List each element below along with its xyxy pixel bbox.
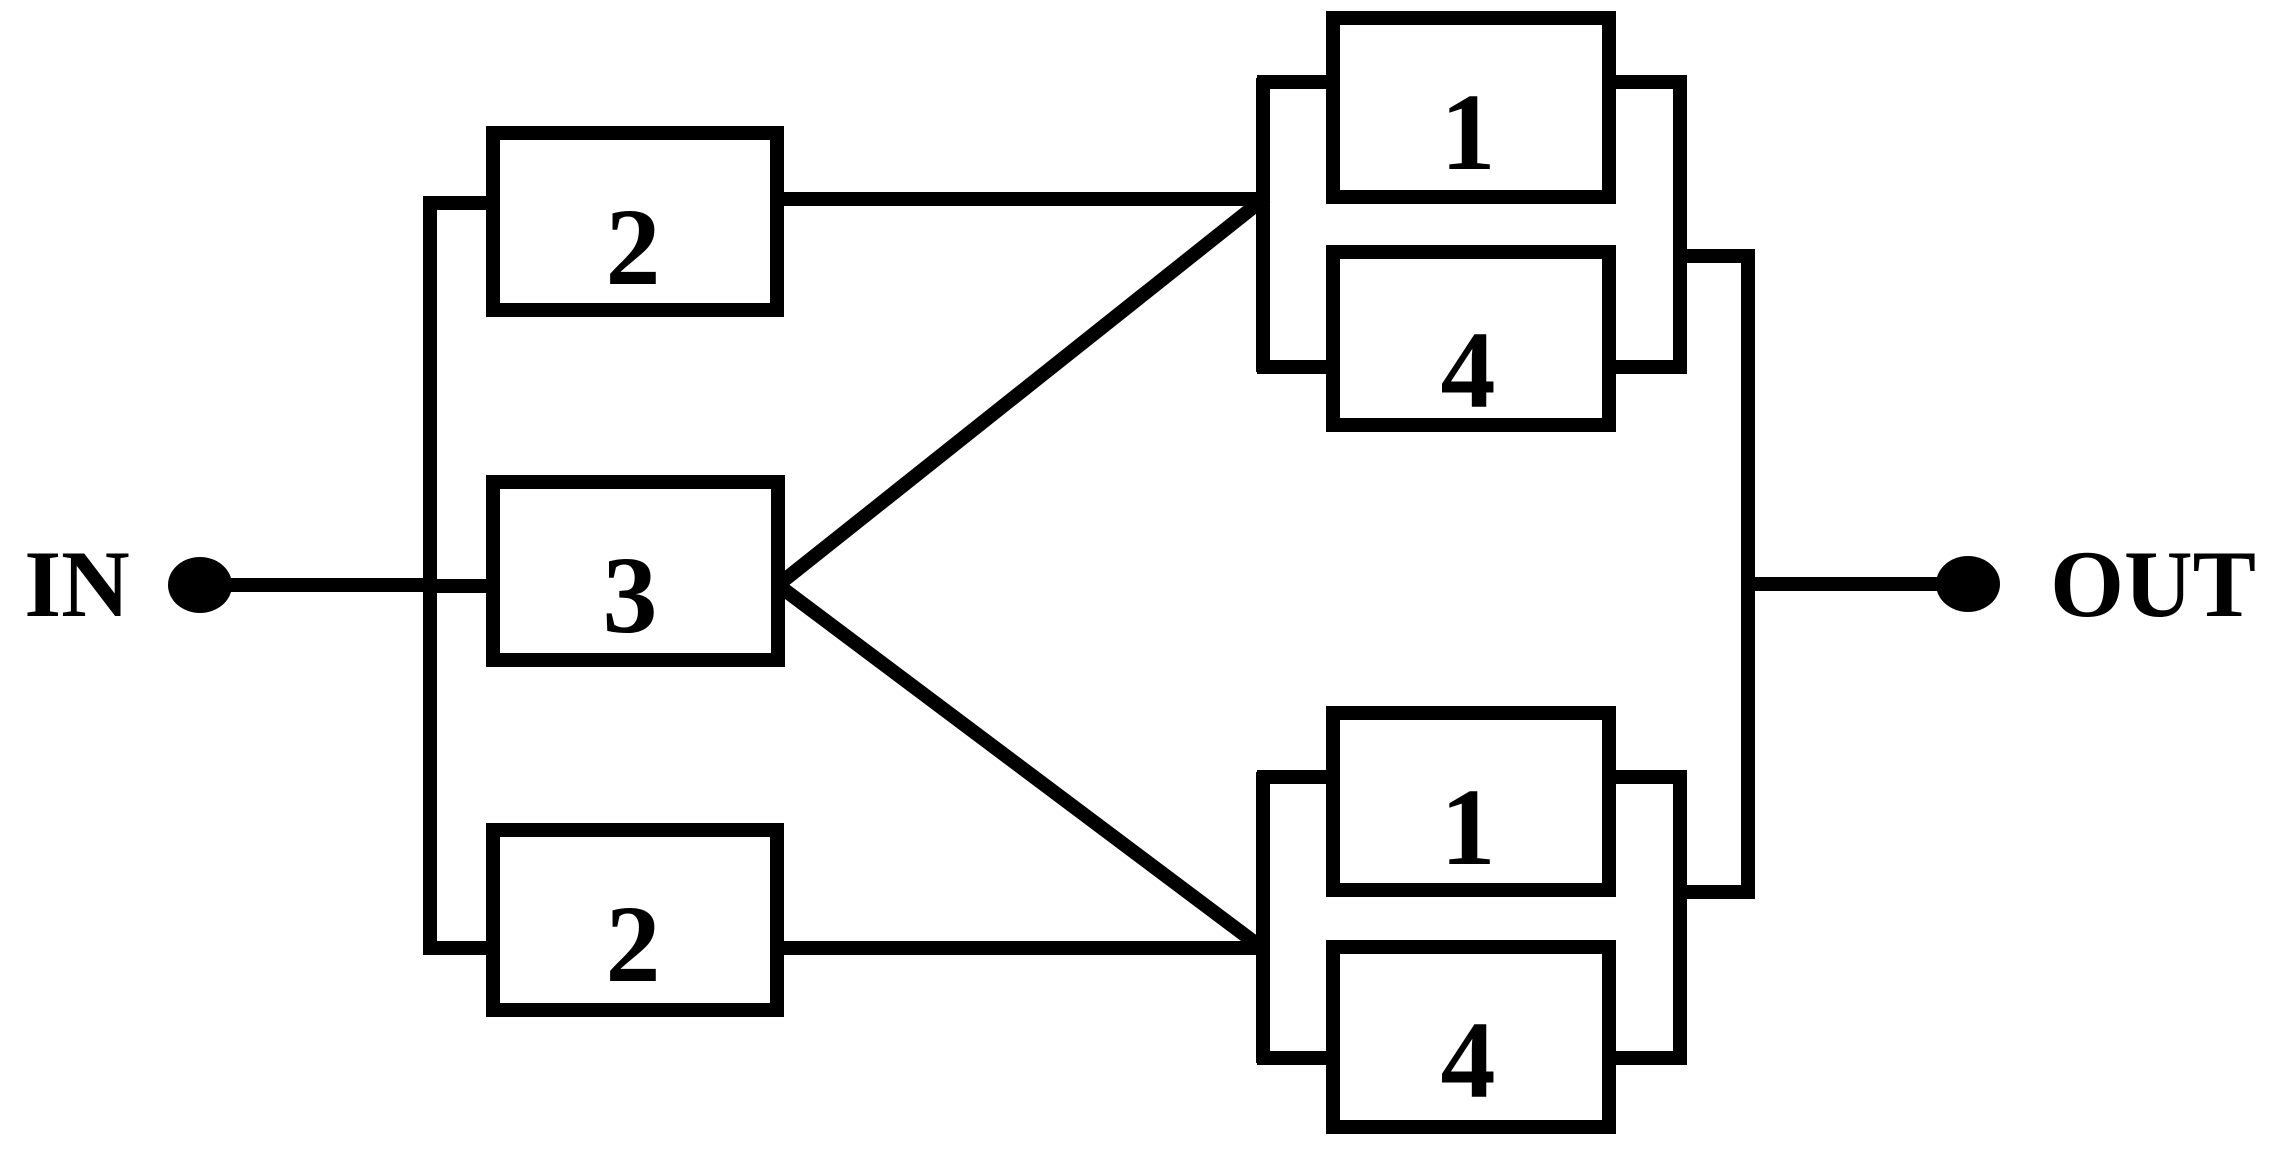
block-bottom-group-upper [1326, 706, 1616, 897]
wire-diagonal-middle-to-top-group [773, 191, 1271, 591]
block-bottom-group-lower [1326, 940, 1616, 1134]
block-left-bottom [486, 823, 784, 1017]
block-left-top-label: 2 [606, 186, 661, 308]
input-terminal-label: IN [24, 531, 130, 637]
block-left-middle-label: 3 [603, 534, 658, 656]
block-top-group-upper-label: 1 [1441, 71, 1496, 193]
block-bottom-group-lower-label: 4 [1441, 999, 1496, 1121]
block-left-middle [486, 475, 785, 667]
block-bottom-group-upper-label: 1 [1441, 766, 1496, 888]
block-left-top [486, 126, 784, 317]
output-terminal-label: OUT [2050, 531, 2256, 637]
block-top-group-upper [1326, 11, 1616, 204]
wire-diagonal-middle-to-bottom-group [773, 579, 1271, 957]
block-top-group-lower [1326, 245, 1616, 432]
input-node-dot [168, 557, 232, 613]
output-node-dot [1936, 556, 2000, 612]
block-top-group-lower-label: 4 [1441, 309, 1496, 431]
block-left-bottom-label: 2 [606, 883, 661, 1005]
